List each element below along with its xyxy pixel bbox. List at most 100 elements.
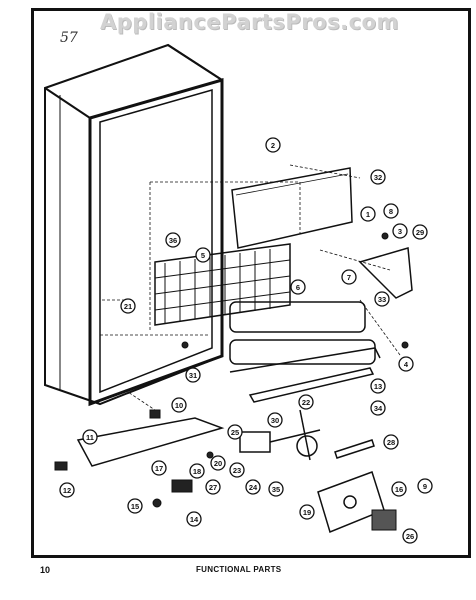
callout-bubble: [267, 412, 283, 428]
diagram-border: [31, 8, 471, 558]
callout-12: 12: [59, 482, 75, 498]
callout-label: 3: [398, 227, 402, 236]
callout-35: 35: [268, 481, 284, 497]
callout-6: 6: [290, 279, 306, 295]
callout-label: 13: [374, 382, 382, 391]
callout-11: 11: [82, 429, 98, 445]
callout-label: 17: [155, 464, 163, 473]
callout-bubble: [59, 482, 75, 498]
drain-heaters: [229, 301, 381, 373]
callout-19: 19: [299, 504, 315, 520]
callout-30: 30: [267, 412, 283, 428]
callout-label: 6: [296, 283, 300, 292]
callout-1: 1: [360, 206, 376, 222]
callout-bubble: [290, 279, 306, 295]
callout-bubble: [402, 528, 418, 544]
callout-bubble: [398, 356, 414, 372]
callout-bubble: [298, 394, 314, 410]
callout-bubble: [186, 511, 202, 527]
callout-bubble: [227, 424, 243, 440]
evaporator-coil: [154, 243, 291, 326]
small-hardware: [54, 232, 409, 508]
callout-32: 32: [370, 169, 386, 185]
callout-label: 11: [86, 433, 94, 442]
callout-label: 25: [231, 428, 239, 437]
callout-24: 24: [245, 479, 261, 495]
callout-15: 15: [127, 498, 143, 514]
callout-bubble: [383, 203, 399, 219]
callout-26: 26: [402, 528, 418, 544]
callout-29: 29: [412, 224, 428, 240]
callout-label: 15: [131, 502, 139, 511]
callout-16: 16: [391, 481, 407, 497]
callout-bubble: [370, 169, 386, 185]
callout-bubble: [205, 479, 221, 495]
callout-label: 26: [406, 532, 414, 541]
callout-label: 9: [423, 482, 427, 491]
callout-20: 20: [210, 455, 226, 471]
callout-3: 3: [392, 223, 408, 239]
callout-bubble: [189, 463, 205, 479]
callout-label: 24: [249, 483, 258, 492]
callout-bubble: [120, 298, 136, 314]
callout-label: 1: [366, 210, 370, 219]
callout-22: 22: [298, 394, 314, 410]
callout-bubble: [299, 504, 315, 520]
callout-bubble: [185, 367, 201, 383]
callout-label: 4: [404, 360, 409, 369]
callout-label: 18: [193, 467, 201, 476]
callout-33: 33: [374, 291, 390, 307]
callout-8: 8: [383, 203, 399, 219]
callout-bubble: [268, 481, 284, 497]
callout-label: 8: [389, 207, 393, 216]
callout-14: 14: [186, 511, 202, 527]
callout-28: 28: [383, 434, 399, 450]
cabinet-shell: [44, 43, 224, 407]
callout-label: 28: [387, 438, 395, 447]
callout-bubble: [151, 460, 167, 476]
callout-27: 27: [205, 479, 221, 495]
callout-bubble: [229, 462, 245, 478]
callout-bubble: [165, 232, 181, 248]
callout-bubble: [370, 378, 386, 394]
evaporator-cover: [231, 167, 353, 249]
callout-label: 20: [214, 459, 222, 468]
callout-13: 13: [370, 378, 386, 394]
callout-bubble: [360, 206, 376, 222]
callout-label: 19: [303, 508, 311, 517]
callout-34: 34: [370, 400, 386, 416]
callout-5: 5: [195, 247, 211, 263]
fan-motor-assembly: [239, 409, 321, 461]
callout-label: 33: [378, 295, 386, 304]
callout-36: 36: [165, 232, 181, 248]
callout-31: 31: [185, 367, 201, 383]
callout-7: 7: [341, 269, 357, 285]
callout-label: 14: [190, 515, 199, 524]
callout-bubble: [417, 478, 433, 494]
callout-bubble: [374, 291, 390, 307]
callout-label: 5: [201, 251, 205, 260]
callout-23: 23: [229, 462, 245, 478]
callout-bubble: [127, 498, 143, 514]
callout-bubble: [265, 137, 281, 153]
dashed-leaders: [100, 164, 401, 411]
callout-label: 16: [395, 485, 403, 494]
callout-label: 36: [169, 236, 177, 245]
return-grille: [371, 509, 397, 531]
callout-bubble: [412, 224, 428, 240]
page-number: 10: [40, 565, 51, 575]
callout-bubble: [391, 481, 407, 497]
callout-label: 12: [63, 486, 71, 495]
callout-bubble: [245, 479, 261, 495]
callout-10: 10: [171, 397, 187, 413]
drain-pan: [76, 417, 225, 467]
callout-label: 32: [374, 173, 382, 182]
callout-label: 29: [416, 228, 424, 237]
callout-bubble: [210, 455, 226, 471]
callout-18: 18: [189, 463, 205, 479]
drain-trough: [248, 367, 375, 403]
bracket: [334, 439, 375, 459]
